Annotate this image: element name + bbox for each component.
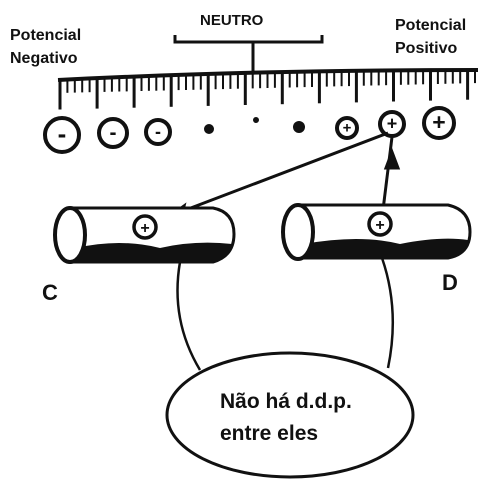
positive-charge-icon: + [335, 116, 359, 140]
positive-potential-label-line2: Positivo [395, 40, 457, 57]
neutral-dot-icon [253, 117, 259, 123]
conductor-d-label: D [442, 270, 458, 295]
positive-charge-icon: + [378, 110, 406, 138]
scale-charges: - - - + + + [43, 106, 456, 154]
svg-text:+: + [343, 120, 352, 137]
negative-potential-label-line2: Negativo [10, 50, 78, 67]
negative-potential-label-line1: Potencial [10, 27, 81, 44]
svg-text:-: - [58, 119, 67, 149]
neutral-dot-icon [204, 124, 214, 134]
svg-text:+: + [432, 109, 445, 135]
neutral-dot-icon [293, 121, 305, 133]
positive-potential-label-line1: Potencial [395, 17, 466, 34]
conductor-c-label: C [42, 280, 58, 305]
svg-text:+: + [387, 113, 398, 133]
svg-text:-: - [110, 121, 117, 144]
caption-balloon: Não há d.d.p. entre eles [165, 351, 415, 479]
caption-line2: entre eles [220, 422, 318, 445]
conductor-d-charge-icon: + [367, 211, 393, 237]
svg-text:-: - [155, 121, 161, 141]
positive-charge-icon: + [422, 106, 456, 140]
conductor-c-charge-icon: + [132, 214, 158, 240]
potential-scale-ruler [57, 68, 479, 110]
connecting-wires [176, 257, 395, 371]
neutral-bracket [173, 35, 324, 72]
negative-charge-icon: - [97, 117, 129, 149]
svg-text:+: + [140, 220, 149, 237]
svg-text:+: + [375, 217, 384, 234]
conductor-c: + [53, 206, 236, 264]
negative-charge-icon: - [144, 118, 172, 146]
neutral-label: NEUTRO [200, 12, 264, 29]
conductor-d: + [281, 203, 472, 261]
negative-charge-icon: - [43, 116, 81, 154]
caption-line1: Não há d.d.p. [220, 390, 352, 413]
